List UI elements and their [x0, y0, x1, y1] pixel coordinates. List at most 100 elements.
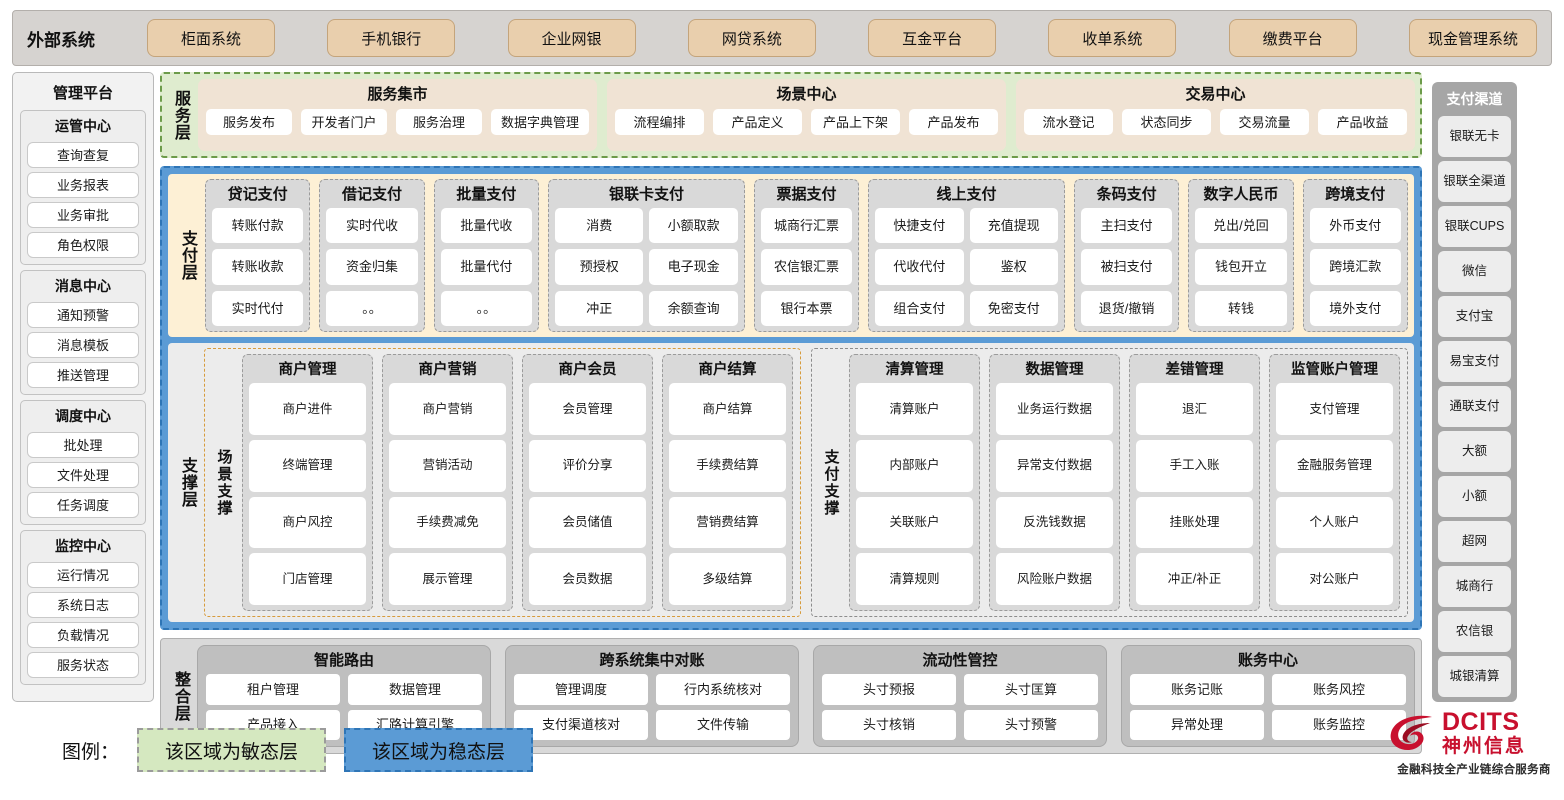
payment-item[interactable]: 境外支付: [1309, 290, 1401, 326]
external-system-chip[interactable]: 手机银行: [327, 19, 456, 57]
support-item[interactable]: 会员数据: [529, 553, 646, 605]
payment-channel-item[interactable]: 银联CUPS: [1438, 206, 1511, 247]
support-item[interactable]: 冲正/补正: [1136, 553, 1253, 605]
support-item[interactable]: 关联账户: [856, 496, 973, 549]
payment-channel-item[interactable]: 城银清算: [1438, 656, 1511, 697]
support-item[interactable]: 商户进件: [249, 383, 366, 435]
payment-item[interactable]: 城商行汇票: [760, 208, 853, 244]
payment-item[interactable]: 退货/撤销: [1080, 290, 1173, 326]
external-system-chip[interactable]: 互金平台: [868, 19, 997, 57]
payment-channel-item[interactable]: 易宝支付: [1438, 341, 1511, 382]
payment-item[interactable]: 组合支付: [875, 290, 964, 326]
integration-item[interactable]: 账务监控: [1272, 709, 1406, 740]
payment-item[interactable]: 批量代收: [440, 208, 533, 244]
external-system-chip[interactable]: 收单系统: [1048, 19, 1177, 57]
support-item[interactable]: 内部账户: [856, 439, 973, 492]
management-item[interactable]: 运行情况: [27, 562, 139, 588]
payment-item[interactable]: 免密支付: [969, 290, 1058, 326]
payment-item[interactable]: 消费: [555, 208, 644, 244]
payment-item[interactable]: 外币支付: [1309, 208, 1401, 244]
payment-item[interactable]: 充值提现: [969, 208, 1058, 244]
external-system-chip[interactable]: 网贷系统: [687, 19, 816, 57]
support-item[interactable]: 业务运行数据: [996, 383, 1113, 435]
service-item[interactable]: 开发者门户: [301, 109, 387, 135]
management-item[interactable]: 负载情况: [27, 622, 139, 648]
payment-item[interactable]: 实时代收: [326, 208, 418, 244]
external-system-chip[interactable]: 企业网银: [507, 19, 636, 57]
management-item[interactable]: 查询查复: [27, 142, 139, 168]
management-item[interactable]: 任务调度: [27, 492, 139, 518]
service-item[interactable]: 状态同步: [1122, 109, 1211, 135]
payment-channel-item[interactable]: 大额: [1438, 431, 1511, 472]
management-item[interactable]: 业务审批: [27, 202, 139, 228]
payment-item[interactable]: 资金归集: [326, 249, 418, 285]
support-item[interactable]: 手续费减免: [389, 496, 506, 549]
service-item[interactable]: 产品收益: [1318, 109, 1407, 135]
payment-item[interactable]: 批量代付: [440, 249, 533, 285]
integration-item[interactable]: 头寸匡算: [964, 674, 1098, 705]
payment-item[interactable]: 跨境汇款: [1309, 249, 1401, 285]
integration-item[interactable]: 头寸核销: [822, 709, 956, 740]
service-item[interactable]: 服务发布: [206, 109, 292, 135]
integration-item[interactable]: 管理调度: [514, 674, 648, 705]
external-system-chip[interactable]: 现金管理系统: [1408, 19, 1537, 57]
payment-item[interactable]: 。。: [440, 290, 533, 326]
payment-item[interactable]: 兑出/兑回: [1195, 208, 1287, 244]
external-system-chip[interactable]: 柜面系统: [147, 19, 275, 57]
service-item[interactable]: 流程编排: [615, 109, 704, 135]
payment-item[interactable]: 。。: [326, 290, 418, 326]
payment-item[interactable]: 电子现金: [649, 249, 738, 285]
management-item[interactable]: 角色权限: [27, 232, 139, 258]
support-item[interactable]: 评价分享: [529, 439, 646, 492]
payment-item[interactable]: 被扫支付: [1080, 249, 1173, 285]
payment-item[interactable]: 预授权: [555, 249, 644, 285]
service-item[interactable]: 服务治理: [396, 109, 482, 135]
integration-item[interactable]: 账务记账: [1130, 674, 1264, 705]
integration-item[interactable]: 异常处理: [1130, 709, 1264, 740]
support-item[interactable]: 异常支付数据: [996, 439, 1113, 492]
payment-channel-item[interactable]: 银联全渠道: [1438, 161, 1511, 202]
support-item[interactable]: 展示管理: [389, 553, 506, 605]
support-item[interactable]: 清算规则: [856, 553, 973, 605]
support-item[interactable]: 营销费结算: [669, 496, 786, 549]
support-item[interactable]: 对公账户: [1276, 553, 1393, 605]
payment-item[interactable]: 农信银汇票: [760, 249, 853, 285]
payment-item[interactable]: 银行本票: [760, 290, 853, 326]
payment-channel-item[interactable]: 支付宝: [1438, 296, 1511, 337]
management-item[interactable]: 服务状态: [27, 652, 139, 678]
support-item[interactable]: 金融服务管理: [1276, 439, 1393, 492]
payment-item[interactable]: 转账付款: [212, 208, 304, 244]
support-item[interactable]: 终端管理: [249, 439, 366, 492]
support-item[interactable]: 反洗钱数据: [996, 496, 1113, 549]
payment-item[interactable]: 鉴权: [969, 249, 1058, 285]
service-item[interactable]: 产品发布: [909, 109, 998, 135]
service-item[interactable]: 产品上下架: [811, 109, 900, 135]
payment-channel-item[interactable]: 小额: [1438, 476, 1511, 517]
integration-item[interactable]: 租户管理: [206, 674, 340, 705]
management-item[interactable]: 业务报表: [27, 172, 139, 198]
support-item[interactable]: 个人账户: [1276, 496, 1393, 549]
service-item[interactable]: 产品定义: [713, 109, 802, 135]
payment-item[interactable]: 实时代付: [212, 290, 304, 326]
support-item[interactable]: 会员储值: [529, 496, 646, 549]
payment-item[interactable]: 小额取款: [649, 208, 738, 244]
support-item[interactable]: 会员管理: [529, 383, 646, 435]
management-item[interactable]: 推送管理: [27, 362, 139, 388]
payment-item[interactable]: 转钱: [1195, 290, 1287, 326]
payment-item[interactable]: 钱包开立: [1195, 249, 1287, 285]
integration-item[interactable]: 行内系统核对: [656, 674, 790, 705]
management-item[interactable]: 文件处理: [27, 462, 139, 488]
integration-item[interactable]: 头寸预警: [964, 709, 1098, 740]
support-item[interactable]: 手续费结算: [669, 439, 786, 492]
payment-item[interactable]: 主扫支付: [1080, 208, 1173, 244]
payment-item[interactable]: 代收代付: [875, 249, 964, 285]
payment-item[interactable]: 冲正: [555, 290, 644, 326]
support-item[interactable]: 商户结算: [669, 383, 786, 435]
payment-channel-item[interactable]: 城商行: [1438, 566, 1511, 607]
integration-item[interactable]: 账务风控: [1272, 674, 1406, 705]
support-item[interactable]: 多级结算: [669, 553, 786, 605]
management-item[interactable]: 系统日志: [27, 592, 139, 618]
payment-item[interactable]: 转账收款: [212, 249, 304, 285]
management-item[interactable]: 批处理: [27, 432, 139, 458]
payment-channel-item[interactable]: 通联支付: [1438, 386, 1511, 427]
